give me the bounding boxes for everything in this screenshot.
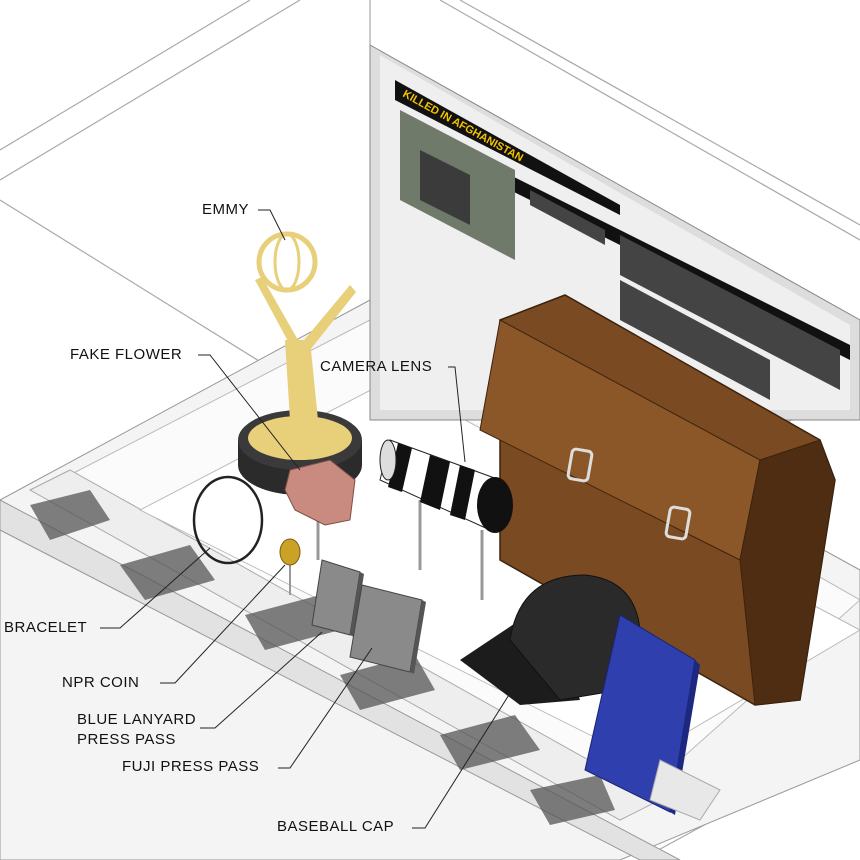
- label-bracelet: BRACELET: [4, 619, 88, 636]
- label-fuji-press-pass: FUJI PRESS PASS: [122, 758, 260, 775]
- npr-coin: [279, 538, 301, 595]
- label-emmy: EMMY: [202, 201, 249, 218]
- leader-lines: [100, 209, 513, 829]
- emmy-statuette: [238, 231, 362, 495]
- bracelet: [192, 475, 264, 565]
- blue-press-pass: [584, 614, 721, 821]
- label-blue-lanyard-line2: PRESS PASS: [77, 731, 176, 748]
- label-blue-lanyard-press-pass: BLUE LANYARD PRESS PASS: [77, 710, 196, 750]
- fake-flower: [284, 459, 356, 560]
- back-panel: KILLED IN AFGHANISTAN: [369, 44, 860, 421]
- label-npr-coin: NPR COIN: [62, 674, 140, 691]
- panel-body-text: [530, 190, 840, 400]
- label-fake-flower: FAKE FLOWER: [70, 346, 183, 363]
- label-camera-lens: CAMERA LENS: [320, 358, 433, 375]
- camera-lens: [379, 439, 513, 600]
- label-baseball-cap: BASEBALL CAP: [277, 818, 395, 835]
- label-blue-lanyard-line1: BLUE LANYARD: [77, 711, 197, 728]
- gray-press-passes: [311, 559, 426, 674]
